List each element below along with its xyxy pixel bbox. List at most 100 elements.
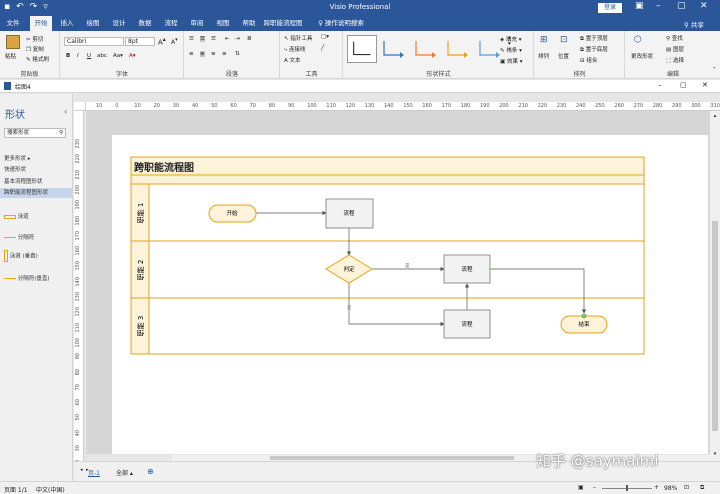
fit-page-icon[interactable]: ▣ — [578, 484, 584, 491]
tab-insert[interactable]: 插入 — [60, 19, 74, 27]
fit-window-icon[interactable]: ⊡ — [684, 484, 690, 491]
arrange-icon[interactable]: ⊞ — [540, 35, 548, 45]
zoom-level[interactable]: 98% — [664, 485, 678, 492]
vertical-scrollbar[interactable]: ▴ ▾ — [710, 111, 720, 461]
page-indicator[interactable]: 页面 1/1 — [4, 487, 28, 494]
connection-point[interactable] — [488, 267, 492, 271]
tab-home[interactable]: 开始 — [30, 16, 52, 31]
tab-file[interactable]: 文件 — [6, 19, 20, 27]
basic-flowchart-item[interactable]: 基本流程图形状 — [4, 179, 43, 185]
line-button[interactable]: ✎ 线条 ▾ — [500, 48, 522, 54]
style-gallery-scroll-icon[interactable]: ▴▾▿ — [508, 35, 511, 53]
language-indicator[interactable]: 中文(中国) — [36, 487, 65, 494]
minimize-icon[interactable]: – — [656, 1, 661, 11]
font-color-icon[interactable]: A▾ — [129, 53, 136, 59]
strikethrough-icon[interactable]: abc — [97, 53, 107, 59]
font-name-select[interactable]: Calibri — [64, 37, 124, 46]
login-button[interactable]: 登录 — [598, 3, 622, 13]
find-button[interactable]: ⚲ 查找 — [666, 36, 683, 42]
switch-windows-icon[interactable]: ⧉ — [700, 484, 705, 491]
page-nav-prev-icon[interactable]: ◂ — [80, 467, 83, 473]
style-thumb-4[interactable] — [442, 35, 472, 63]
doc-restore-icon[interactable]: ▢ — [680, 81, 687, 89]
text-direction-icon[interactable]: ⇅ — [235, 51, 240, 57]
decision-shape[interactable] — [325, 254, 373, 284]
style-thumb-2[interactable] — [378, 35, 408, 63]
lane-1[interactable] — [130, 183, 645, 242]
rectangle-tool-icon[interactable]: □▾ — [321, 34, 329, 40]
align-left-icon[interactable]: ≡ — [189, 51, 194, 57]
undo-icon[interactable]: ↶ — [16, 2, 24, 12]
doc-minimize-icon[interactable]: – — [658, 81, 662, 89]
restore-icon[interactable]: ▢ — [677, 1, 686, 11]
page-nav-next-icon[interactable]: ▸ — [86, 467, 89, 473]
pointer-tool-button[interactable]: ↖ 指针工具 — [284, 36, 313, 42]
paste-icon[interactable] — [6, 35, 20, 49]
tab-draw[interactable]: 绘图 — [86, 19, 100, 27]
style-thumb-5[interactable] — [474, 35, 504, 63]
connector-button[interactable]: ⤷ 连接线 — [284, 47, 306, 53]
change-shape-icon[interactable]: ⬡ — [634, 35, 642, 45]
process-3-shape[interactable] — [443, 309, 491, 339]
text-tool-button[interactable]: A 文本 — [284, 58, 301, 64]
tab-process[interactable]: 流程 — [164, 19, 178, 27]
underline-icon[interactable]: U — [87, 53, 92, 59]
minus-icon[interactable]: – — [593, 484, 596, 491]
italic-icon[interactable]: I — [77, 53, 79, 59]
customize-qat-icon[interactable]: ▿ — [43, 2, 48, 12]
stencil-swimlane-vertical[interactable]: 泳道 (垂直) — [4, 250, 38, 262]
collapse-ribbon-icon[interactable]: ⌃ — [712, 67, 717, 73]
align-top-icon[interactable]: ☰ — [189, 36, 194, 42]
paste-button[interactable]: 粘贴 — [5, 54, 17, 60]
send-back-button[interactable]: ⧉ 置于底层 — [580, 47, 608, 53]
indent-increase-icon[interactable]: ⇥ — [235, 36, 240, 42]
horizontal-scroll-thumb[interactable] — [270, 456, 514, 460]
align-bottom-icon[interactable]: ☰ — [211, 36, 216, 42]
justify-icon[interactable]: ≡ — [222, 51, 227, 57]
shape-search-input[interactable]: 搜索形状⚲ — [4, 128, 66, 138]
doc-close-icon[interactable]: ✕ — [702, 81, 708, 89]
redo-icon[interactable]: ↷ — [29, 2, 38, 12]
cut-button[interactable]: ✂ 剪切 — [26, 37, 44, 43]
collapse-pane-icon[interactable]: ‹ — [64, 107, 68, 116]
tab-cross-functional[interactable]: 跨职能流程图 — [263, 19, 303, 27]
tab-review[interactable]: 审阅 — [190, 19, 204, 27]
tell-me-search[interactable]: ♀ 操作说明搜索 — [318, 19, 364, 27]
vertical-scroll-thumb[interactable] — [712, 221, 718, 431]
drawing-page[interactable] — [112, 135, 708, 454]
tab-design[interactable]: 设计 — [112, 19, 126, 27]
connection-point[interactable] — [581, 313, 587, 319]
phase-bar[interactable] — [130, 174, 645, 185]
all-pages-button[interactable]: 全部 ▴ — [116, 470, 133, 477]
scroll-down-icon[interactable]: ▾ — [713, 451, 717, 457]
stencil-swimlane[interactable]: 泳道 — [4, 212, 29, 220]
shrink-font-icon[interactable]: A▾ — [171, 37, 178, 46]
indent-decrease-icon[interactable]: ⇤ — [225, 36, 230, 42]
lane-2[interactable] — [130, 240, 645, 299]
scroll-up-icon[interactable]: ▴ — [713, 113, 717, 119]
lane-3-header[interactable] — [130, 297, 150, 355]
start-shape[interactable] — [208, 204, 257, 223]
style-thumb-1[interactable] — [347, 35, 377, 63]
stencil-separator-vertical[interactable]: 分隔符(垂直) — [4, 274, 50, 282]
case-icon[interactable]: Aa▾ — [113, 53, 123, 59]
style-thumb-3[interactable] — [410, 35, 440, 63]
position-icon[interactable]: ⊡ — [560, 35, 568, 45]
effect-button[interactable]: ▣ 效果 ▾ — [500, 59, 523, 65]
add-page-icon[interactable]: ⊕ — [147, 467, 154, 476]
format-painter-button[interactable]: ✎ 格式刷 — [26, 57, 49, 63]
group-button[interactable]: ⊟ 组合 — [580, 58, 598, 64]
grow-font-icon[interactable]: A▴ — [158, 37, 166, 47]
fill-button[interactable]: ◈ 填充 ▾ — [500, 37, 522, 43]
zoom-slider-thumb[interactable] — [626, 485, 628, 491]
align-right-icon[interactable]: ≡ — [211, 51, 216, 57]
ribbon-display-icon[interactable]: ▣ — [635, 1, 644, 11]
horizontal-scrollbar[interactable] — [172, 455, 710, 461]
copy-button[interactable]: ❐ 复制 — [26, 47, 44, 53]
tab-view[interactable]: 视图 — [216, 19, 230, 27]
stencil-separator[interactable]: 分隔符 — [4, 233, 34, 241]
select-button[interactable]: ⬚ 选择 — [666, 58, 684, 64]
more-shapes-item[interactable]: 更多形状 ▸ — [4, 156, 31, 162]
